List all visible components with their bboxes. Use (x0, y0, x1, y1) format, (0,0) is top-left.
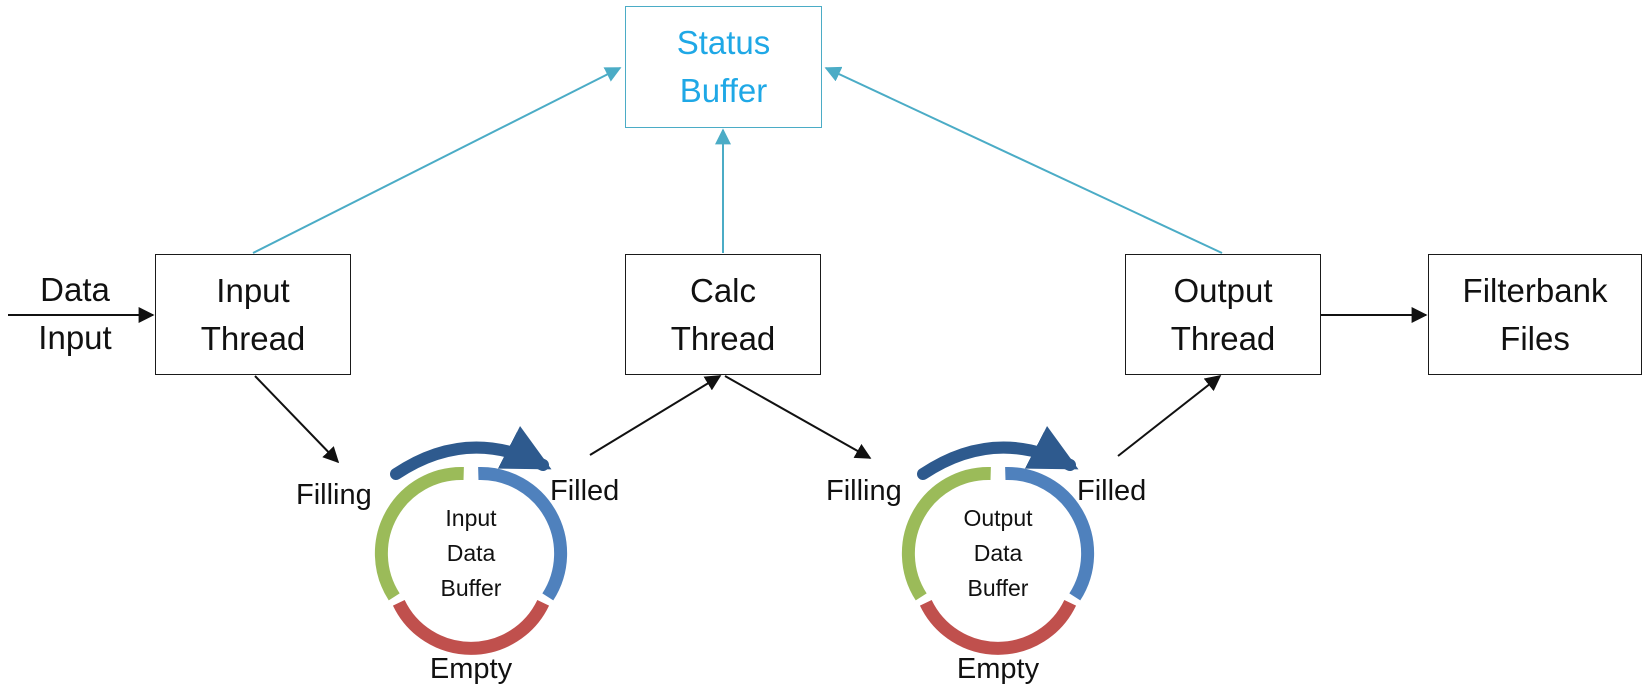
output-buffer-center-text: Output Data Buffer (938, 501, 1058, 606)
calc-thread-label-line2: Thread (670, 319, 776, 357)
arrow-output-thread-to-status (824, 66, 1223, 254)
data-input-label: Data Input (10, 266, 140, 362)
filterbank-files-box: Filterbank Files (1428, 254, 1642, 375)
output-thread-label-line1: Output (1173, 271, 1273, 309)
arrow-calc-thread-to-filling (724, 375, 872, 459)
output-buffer-text-line1: Output (963, 505, 1033, 531)
output-buffer-rotation-arrow (917, 426, 1079, 480)
input-buffer-filled-segment (478, 466, 568, 601)
filterbank-files-label-line2: Files (1500, 319, 1570, 357)
input-buffer-center-text: Input Data Buffer (411, 501, 531, 606)
output-buffer-filling-segment (901, 466, 991, 601)
input-buffer-text-line2: Data (446, 540, 496, 566)
input-buffer-text-line3: Buffer (440, 575, 502, 601)
data-input-label-line1: Data (40, 271, 110, 308)
input-thread-label-line2: Thread (200, 319, 306, 357)
input-buffer-filling-label: Filling (296, 479, 372, 511)
output-buffer-filling-label: Filling (826, 475, 902, 507)
output-thread-label-line2: Thread (1170, 319, 1276, 357)
status-buffer-label-line2: Buffer (679, 72, 768, 109)
filterbank-files-label-line1: Filterbank (1462, 271, 1608, 309)
output-buffer-empty-label: Empty (956, 653, 1040, 685)
output-thread-box: Output Thread (1125, 254, 1321, 375)
input-buffer-text-line1: Input (445, 505, 497, 531)
data-input-label-line2: Input (38, 319, 112, 356)
output-buffer-empty-segment (919, 599, 1077, 655)
input-buffer-filling-segment (374, 466, 464, 601)
arrow-input-thread-to-status (252, 67, 622, 254)
output-buffer-filled-segment (1005, 466, 1095, 601)
arrow-filled-to-calc-thread (589, 375, 722, 456)
input-buffer-rotation-arrow (390, 426, 552, 480)
status-buffer-label-line1: Status (676, 24, 771, 61)
input-buffer-empty-segment (392, 599, 550, 655)
calc-thread-label-line1: Calc (689, 271, 757, 309)
output-buffer-text-line3: Buffer (967, 575, 1029, 601)
output-data-buffer-ring (901, 426, 1095, 655)
input-thread-box: Input Thread (155, 254, 351, 375)
arrow-input-thread-to-filling (254, 375, 340, 464)
input-thread-label-line1: Input (216, 271, 290, 309)
input-buffer-empty-label: Empty (429, 653, 513, 685)
status-buffer-box: Status Buffer (625, 6, 822, 128)
arrow-filled-to-output-thread (1117, 375, 1222, 457)
output-buffer-filled-label: Filled (1077, 475, 1147, 507)
input-data-buffer-ring (374, 426, 568, 655)
calc-thread-box: Calc Thread (625, 254, 821, 375)
input-buffer-filled-label: Filled (550, 475, 620, 507)
output-buffer-text-line2: Data (973, 540, 1023, 566)
